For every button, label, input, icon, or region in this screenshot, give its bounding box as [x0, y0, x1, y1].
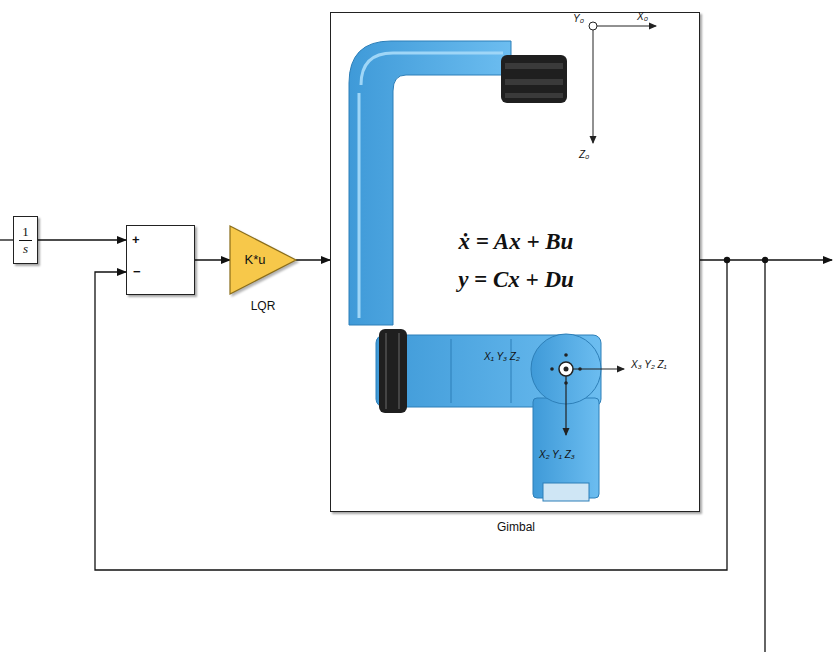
output-equation: y = Cx + Du	[458, 267, 574, 293]
axis-label: Z₀	[579, 149, 589, 160]
block-name: Gimbal	[497, 520, 535, 534]
gimbal-block: ẋ = Ax + Buy = Cx + DuGimbalY₀X₀Z₀X₁ Y₃ …	[330, 12, 700, 512]
port-sign: −	[133, 264, 141, 279]
output-line	[727, 259, 832, 260]
junction-dot	[762, 257, 768, 263]
signal-connector	[38, 239, 126, 240]
signal-connector	[195, 259, 230, 260]
port-sign: +	[132, 232, 140, 247]
branch-line	[764, 260, 765, 652]
axis-label: Y₀	[573, 13, 584, 24]
integrator-block: 1s	[13, 216, 38, 264]
sum-block: +−	[126, 225, 195, 295]
fraction-bar	[19, 240, 32, 241]
numerator: 1	[22, 224, 29, 240]
block-name: LQR	[251, 299, 276, 313]
gain-text: K*u	[245, 252, 266, 267]
denominator: s	[23, 241, 28, 257]
axis-label: X₁ Y₃ Z₂	[484, 351, 520, 362]
axis-label: X₀	[637, 11, 648, 22]
input-stub	[0, 239, 13, 240]
axis-label: X₂ Y₁ Z₃	[539, 449, 575, 460]
signal-connector	[296, 259, 330, 260]
gain-triangle: K*uLQR	[228, 223, 298, 297]
axis-label: X₃ Y₂ Z₁	[631, 359, 667, 370]
gimbal-illustration	[331, 13, 701, 513]
state-equation: ẋ = Ax + Bu	[459, 229, 574, 255]
